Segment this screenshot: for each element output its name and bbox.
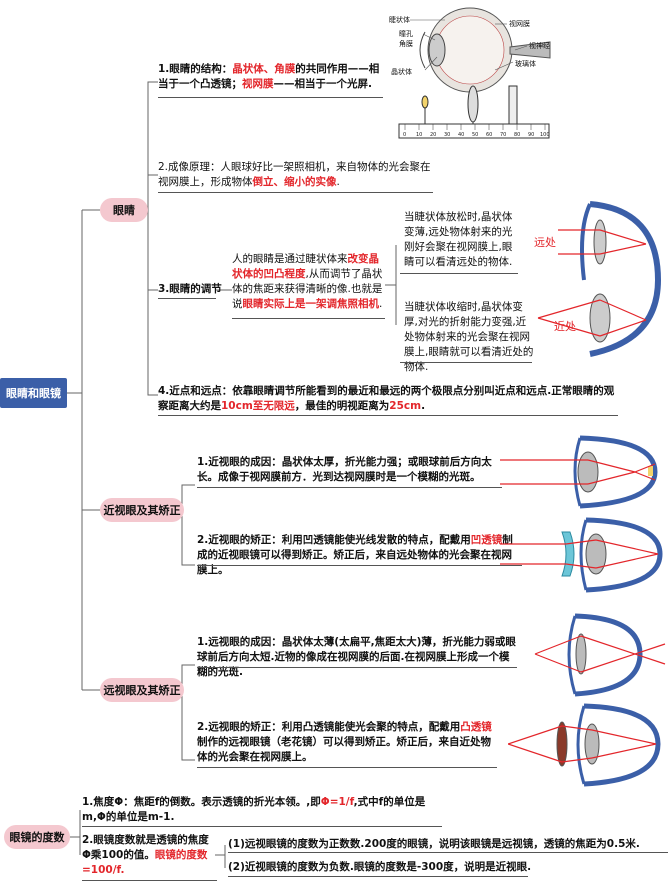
underline [82, 880, 217, 881]
myopia-eye-diagram [500, 435, 658, 509]
root-node[interactable]: 眼睛和眼镜 [0, 378, 67, 408]
eye-anatomy-diagram: 睫状体 瞳孔 角膜 晶状体 视网膜 视神经 玻璃体 0 10 20 30 40 50 60 7… [389, 7, 551, 139]
svg-text:70: 70 [500, 132, 506, 138]
svg-text:100: 100 [540, 132, 550, 138]
underline [158, 298, 216, 299]
eye-near-text: 当睫状体收缩时,晶状体变厚,对光的折射能力变强,近处物体射来的光会聚在视网膜上,… [404, 301, 534, 373]
degree-def-text: 2.眼镜度数就是透镜的焦度Φ乘100的值。眼镜的度数=100/f. [82, 834, 209, 876]
eye-structure-text: 1.眼睛的结构：晶状体、角膜的共同作用——相当于一个凸透镜；视网膜——相当于一个… [158, 63, 380, 90]
svg-text:近处: 近处 [554, 320, 576, 333]
branch-eye[interactable]: 眼睛 [100, 198, 148, 222]
svg-text:40: 40 [458, 132, 464, 138]
underline [197, 767, 497, 768]
eye-points-text: 4.近点和远点：依靠眼睛调节所能看到的最近和最远的两个极限点分别叫近点和远点.正… [158, 385, 615, 412]
branch-myopia[interactable]: 近视眼及其矫正 [100, 498, 184, 522]
underline [158, 97, 383, 98]
svg-text:50: 50 [472, 132, 478, 138]
underline [400, 273, 518, 274]
underline [197, 667, 517, 668]
svg-text:视网膜: 视网膜 [509, 19, 530, 28]
svg-text:远处: 远处 [534, 236, 556, 249]
myopia-corrected-diagram [500, 517, 663, 593]
underline [228, 876, 528, 877]
branch-hyperopia[interactable]: 远视眼及其矫正 [100, 678, 184, 702]
branch-degree[interactable]: 眼镜的度数 [4, 825, 70, 849]
svg-text:晶状体: 晶状体 [391, 67, 412, 76]
myopia-fix-text: 2.近视眼的矫正：利用凹透镜能使光线发散的特点，配戴用凹透镜制成的近视眼镜可以得… [197, 534, 513, 576]
eye-adjust-title: 3.眼睛的调节 [158, 283, 222, 295]
degree-example-1: (1)远视眼镜的度数为正数数.200度的眼镜，说明该眼镜是远视镜，透镜的焦距为0… [228, 838, 640, 850]
hyperopia-eye-diagram [534, 613, 666, 697]
eye-accommodation-diagram: 远处 近处 [534, 201, 662, 357]
hyperopia-fix-text: 2.远视眼的矫正：利用凸透镜能使光会聚的特点，配戴用凸透镜制作的远视眼镜（老花镜… [197, 721, 492, 763]
svg-text:20: 20 [430, 132, 436, 138]
svg-text:视神经: 视神经 [529, 41, 550, 50]
hyperopia-corrected-diagram [508, 703, 661, 787]
underline [400, 362, 532, 363]
svg-text:10: 10 [416, 132, 422, 138]
eye-imaging-text: 2.成像原理：人眼球好比一架照相机，来自物体的光会聚在视网膜上，形成物体倒立、缩… [158, 161, 431, 188]
degree-focal-text: 1.焦度Φ：焦距f的倒数。表示透镜的折光本领。,即Φ=1/f,式中f的单位是m,… [82, 796, 426, 823]
underline [197, 565, 522, 566]
svg-text:玻璃体: 玻璃体 [515, 59, 536, 68]
underline [228, 852, 668, 853]
hyperopia-cause-text: 1.远视眼的成因：晶状体太薄(太扁平,焦距太大)薄，折光能力弱或眼球前后方向太短… [197, 636, 516, 678]
svg-text:30: 30 [444, 132, 450, 138]
svg-text:瞳孔: 瞳孔 [399, 29, 413, 38]
svg-text:60: 60 [486, 132, 492, 138]
underline [197, 487, 502, 488]
degree-example-2: (2)近视眼镜的度数为负数.眼镜的度数是-300度，说明是近视眼. [228, 861, 532, 873]
underline [232, 318, 385, 319]
svg-text:90: 90 [528, 132, 534, 138]
underline [158, 415, 618, 416]
svg-text:80: 80 [514, 132, 520, 138]
eye-far-text: 当睫状体放松时,晶状体变薄,远处物体射来的光刚好会聚在视网膜上,眼睛可以看清远处… [404, 211, 513, 268]
eye-adjust-desc: 人的眼睛是通过睫状体来改变晶状体的凹凸程度,从而调节了晶状体的焦距来获得清晰的像… [232, 253, 383, 310]
svg-text:角膜: 角膜 [399, 39, 413, 48]
svg-text:睫状体: 睫状体 [389, 15, 410, 24]
myopia-cause-text: 1.近视眼的成因：晶状体太厚，折光能力强；或眼球前后方向太长。成像于视网膜前方．… [197, 456, 492, 483]
svg-text:0: 0 [403, 132, 406, 138]
underline [82, 826, 442, 827]
underline [158, 192, 433, 193]
